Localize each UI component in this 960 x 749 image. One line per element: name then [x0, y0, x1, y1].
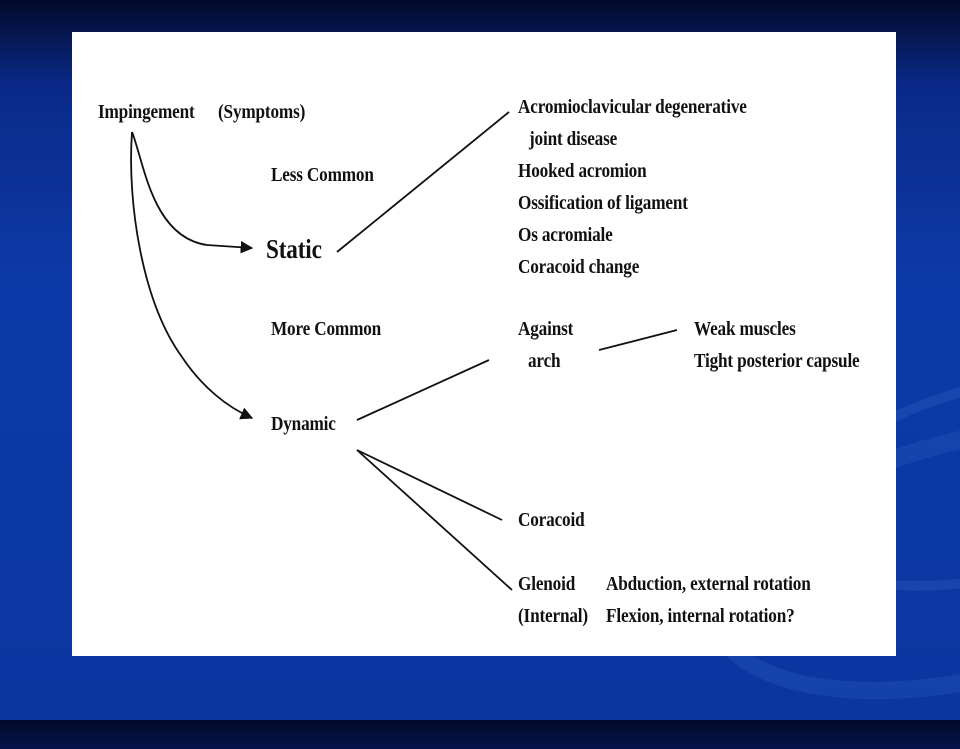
glenoid-cause: Abduction, external rotation [606, 573, 811, 595]
arch-cause: Tight posterior capsule [694, 350, 860, 372]
line-static-to-causes [336, 111, 510, 253]
line-dynamic-to-against [356, 359, 490, 421]
static-node: Static [266, 234, 322, 264]
root-label: Impingement [98, 101, 195, 123]
glenoid-label: Glenoid [518, 573, 576, 595]
dynamic-node: Dynamic [271, 413, 336, 435]
static-cause: Acromioclavicular degenerative [518, 96, 747, 118]
static-cause: Os acromiale [518, 224, 613, 246]
glenoid-cause: Flexion, internal rotation? [606, 605, 795, 627]
line-dynamic-to-coracoid [356, 449, 503, 521]
internal-label: (Internal) [518, 605, 588, 627]
diagram-panel: Impingement (Symptoms) Less Common Stati… [72, 32, 896, 656]
static-cause: Hooked acromion [518, 160, 647, 182]
arrow-to-dynamic [130, 131, 254, 420]
arrow-to-static [131, 131, 254, 254]
root-note: (Symptoms) [218, 101, 306, 123]
line-dynamic-to-glenoid [356, 449, 513, 591]
static-cause: Coracoid change [518, 256, 640, 278]
less-common-label: Less Common [271, 164, 374, 186]
arch-label: arch [528, 350, 561, 372]
against-label: Against [518, 318, 574, 340]
coracoid-label: Coracoid [518, 509, 585, 531]
static-cause: Ossification of ligament [518, 192, 688, 214]
more-common-label: More Common [271, 318, 382, 340]
line-arch-to-muscles [598, 329, 678, 351]
connector-lines [130, 111, 678, 591]
static-cause: joint disease [529, 128, 618, 150]
arch-cause: Weak muscles [694, 318, 796, 340]
